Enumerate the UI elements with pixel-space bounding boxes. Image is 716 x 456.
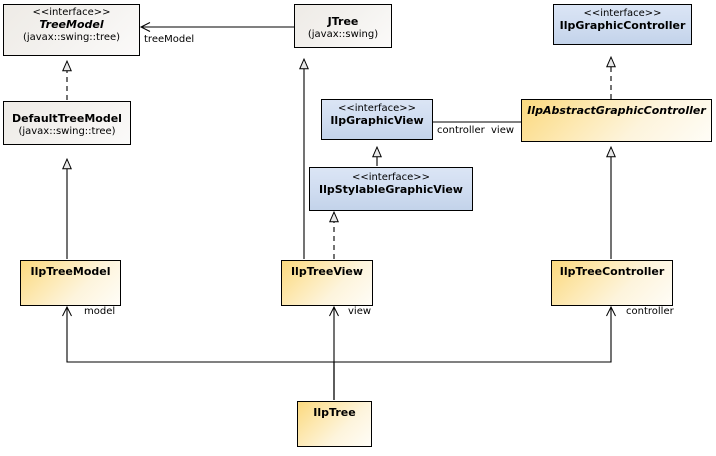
stereotype-label: <<interface>> — [583, 8, 662, 19]
edge-label-model-role: model — [84, 306, 116, 317]
class-name-label: IlpAbstractGraphicController — [527, 104, 706, 117]
edge-label-tree-controller-role: controller — [626, 306, 674, 317]
class-name-label: IlpGraphicView — [330, 113, 424, 127]
class-box-ilp-graphic-controller[interactable]: <<interface>> IlpGraphicController — [553, 4, 692, 45]
class-name-label: IlpTreeController — [559, 265, 665, 278]
stereotype-label: <<interface>> — [32, 7, 111, 18]
class-box-jtree[interactable]: JTree (javax::swing) — [294, 4, 392, 48]
class-box-ilp-tree-controller[interactable]: IlpTreeController — [551, 260, 673, 306]
package-label: (javax::swing::tree) — [18, 125, 116, 137]
class-box-ilp-tree-view[interactable]: IlpTreeView — [281, 260, 373, 306]
edge-label-view-role: view — [491, 125, 515, 136]
class-name-label: JTree — [327, 14, 359, 28]
edge-association-ilptree-ilptreemodel — [62, 305, 335, 400]
class-box-ilp-stylable-graphic-view[interactable]: <<interface>> IlpStylableGraphicView — [309, 167, 473, 211]
class-name-label: DefaultTreeModel — [12, 111, 122, 125]
package-label: (javax::swing::tree) — [22, 31, 121, 43]
class-name-label: IlpTree — [313, 406, 356, 419]
edge-label-tree-model-association: treeModel — [144, 34, 195, 45]
edge-label-tree-view-role: view — [348, 306, 372, 317]
class-name-label: IlpGraphicController — [559, 18, 686, 32]
stereotype-label: <<interface>> — [351, 172, 431, 183]
class-box-ilp-tree-model[interactable]: IlpTreeModel — [20, 260, 121, 306]
edge-association-ilptree-ilptreecontroller — [333, 305, 616, 400]
class-box-ilp-tree[interactable]: IlpTree — [297, 401, 372, 447]
class-box-default-tree-model[interactable]: DefaultTreeModel (javax::swing::tree) — [3, 101, 131, 145]
class-name-label: IlpTreeModel — [30, 265, 111, 278]
class-name-label: IlpTreeView — [290, 265, 364, 278]
class-box-ilp-graphic-view[interactable]: <<interface>> IlpGraphicView — [321, 99, 433, 140]
class-box-tree-model[interactable]: <<interface>> TreeModel (javax::swing::t… — [3, 4, 140, 56]
stereotype-label: <<interface>> — [337, 103, 417, 114]
package-label: (javax::swing) — [307, 28, 379, 40]
class-box-ilp-abstract-graphic-controller[interactable]: IlpAbstractGraphicController — [521, 99, 712, 142]
class-name-label: TreeModel — [39, 17, 104, 31]
class-name-label: IlpStylableGraphicView — [319, 182, 463, 196]
edge-label-controller-role: controller — [437, 125, 485, 136]
